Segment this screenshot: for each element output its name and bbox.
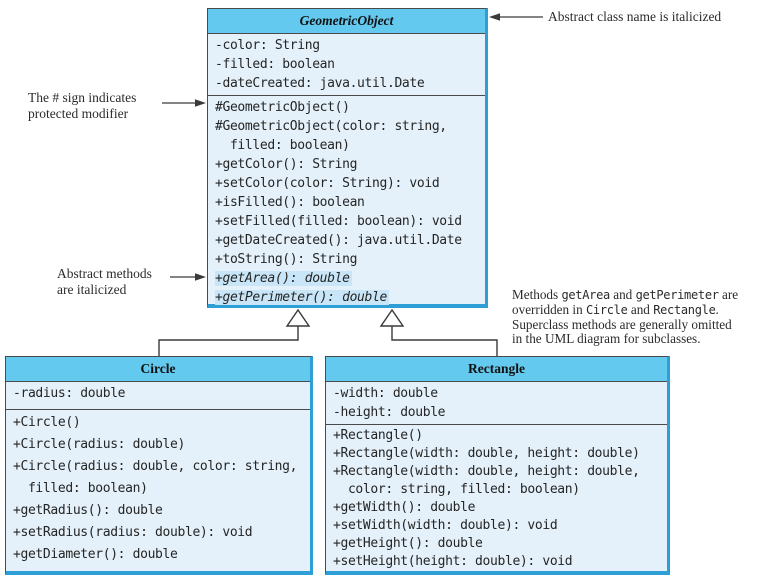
class-title-geometricobject: GeometricObject [208,9,485,34]
method-line-abstract: +getArea(): double [215,269,485,288]
methods-section-geometricobject: #GeometricObject() #GeometricObject(colo… [208,96,485,307]
annotation-line: in the UML diagram for subclasses. [512,331,701,347]
annotation-text: are [718,287,739,302]
fields-section-geometricobject: -color: String -filled: boolean -dateCre… [208,34,485,96]
annotation-text: protected modifier [28,106,129,121]
abstract-method-text: +getArea(): double [215,271,352,286]
annotation-text: Abstract methods [57,266,152,281]
arrowhead-right-icon [195,273,206,281]
annotation-line: Methods getArea and getPerimeter are [512,287,784,303]
method-line: +Circle(radius: double, color: string, f… [13,459,298,496]
annotation-line: Superclass methods are generally omitted [512,316,732,332]
method-line: +setWidth(width: double): void [333,518,558,533]
field-line: -color: String [215,38,320,53]
annotation-protected-modifier: The # sign indicates protected modifier [28,90,136,122]
annotation-line: overridden in Circle and Rectangle. [512,301,784,318]
inheritance-triangle-icon [379,308,405,327]
arrowhead-left-icon [489,13,500,21]
method-line: +getDiameter(): double [13,547,178,562]
class-title-circle: Circle [6,357,310,382]
fields-section-rectangle: -width: double -height: double [326,382,667,425]
method-line: +Rectangle(width: double, height: double… [333,446,640,461]
field-line: -radius: double [13,386,126,401]
methods-section-circle: +Circle() +Circle(radius: double) +Circl… [6,410,310,571]
method-line: +Circle(radius: double) [13,437,185,452]
annotation-override-note: Methods getArea and getPerimeter are ove… [512,287,784,347]
annotation-text: are italicized [57,282,127,297]
method-line: +getColor(): String [215,157,358,172]
annotation-text: Methods [512,287,562,302]
annotation-text: Abstract class name is italicized [548,9,722,24]
methods-section-rectangle: +Rectangle() +Rectangle(width: double, h… [326,425,667,571]
method-line: +getRadius(): double [13,503,163,518]
class-box-circle: Circle -radius: double +Circle() +Circle… [5,356,313,575]
annotation-text: overridden in [512,301,586,317]
field-line: -height: double [333,405,446,420]
method-line: #GeometricObject() [215,100,350,115]
abstract-method-text: +getPerimeter(): double [215,290,389,305]
method-line: +getHeight(): double [333,536,483,551]
annotation-text: The # sign indicates [28,90,137,105]
code-ref-circle: Circle [585,302,628,317]
method-line: +setHeight(height: double): void [333,554,573,569]
method-line: +toString(): String [215,252,358,267]
method-line: +isFilled(): boolean [215,195,365,210]
method-line: +setColor(color: String): void [215,176,440,191]
field-line: -width: double [333,386,438,401]
code-ref-getarea: getArea [561,288,610,302]
method-line-abstract: +getPerimeter(): double [215,288,485,307]
arrowhead-right-icon [195,99,206,107]
annotation-abstract-class-name: Abstract class name is italicized [548,9,721,25]
method-line: +setFilled(filled: boolean): void [215,214,462,229]
method-line: #GeometricObject(color: string, filled: … [215,119,447,153]
fields-section-circle: -radius: double [6,382,310,410]
field-line: -filled: boolean [215,57,335,72]
method-line: +setRadius(radius: double): void [13,525,253,540]
code-ref-rectangle: Rectangle [653,302,716,317]
method-line: +Circle() [13,415,81,430]
annotation-abstract-methods: Abstract methods are italicized [57,266,152,298]
method-line: +getWidth(): double [333,500,476,515]
inheritance-triangle-icon [285,308,311,327]
class-box-geometricobject: GeometricObject -color: String -filled: … [207,8,488,308]
field-line: -dateCreated: java.util.Date [215,76,425,91]
annotation-text: and [627,301,654,317]
method-line: +getDateCreated(): java.util.Date [215,233,462,248]
method-line: +Rectangle(width: double, height: double… [333,464,640,497]
inheritance-connector-circle [158,326,299,356]
inheritance-connector-rectangle [391,326,498,356]
class-box-rectangle: Rectangle -width: double -height: double… [325,356,670,575]
annotation-text: and [609,287,636,302]
code-ref-getperimeter: getPerimeter [635,288,719,302]
method-line: +Rectangle() [333,428,423,443]
annotation-text: . [715,301,719,317]
class-title-rectangle: Rectangle [326,357,667,382]
